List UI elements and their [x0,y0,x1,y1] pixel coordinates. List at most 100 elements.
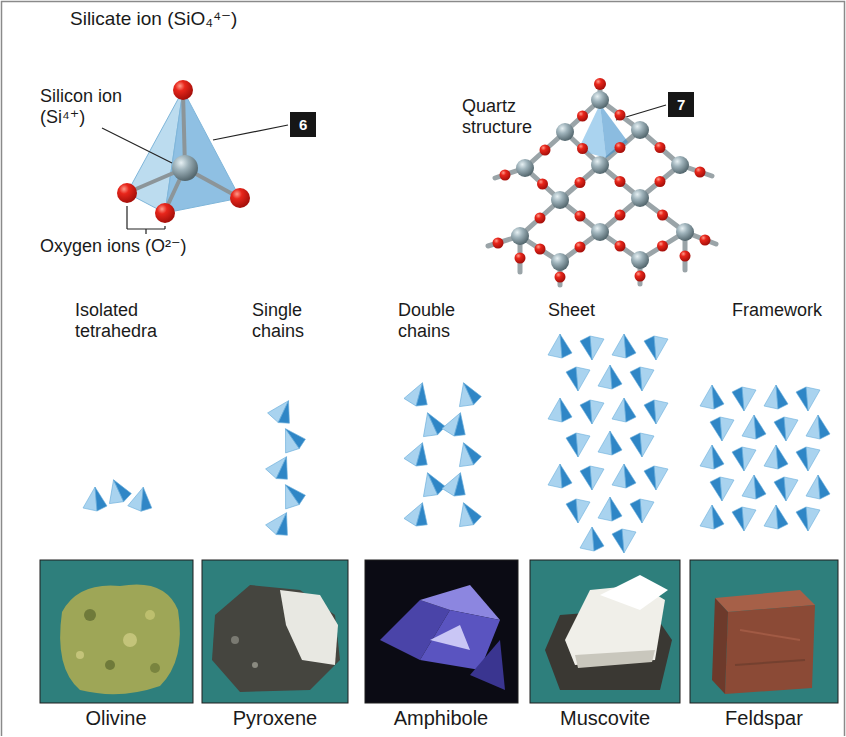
olivine-photo [123,633,137,647]
single-chain [275,423,308,456]
single-chain [264,451,297,484]
sheet-structure [580,400,604,424]
mineral-name: Muscovite [560,707,650,731]
pyroxene-photo [231,636,239,644]
pyroxene-photo [202,560,348,703]
quartz-lattice [551,191,569,209]
single-chain [264,395,308,540]
sheet-structure [612,529,636,553]
mineral-name: Pyroxene [233,707,318,731]
quartz-lattice [591,156,609,174]
quartz-lattice [655,176,666,187]
quartz-lattice [700,235,711,246]
structure-label: Framework [732,300,822,321]
sheet-structure [644,400,668,424]
feldspar-photo [735,660,805,665]
framework-structure [732,387,756,411]
double-chain [403,379,434,410]
quartz-lattice [493,238,504,249]
sheet-structure [566,499,590,523]
olivine-photo [84,609,96,621]
sheet-structure [630,499,654,523]
quartz-lattice [577,111,588,122]
quartz-lattice [591,91,609,109]
framework-structure [796,387,820,411]
framework-structure [764,505,788,529]
title-label: Silicate ion (SiO₄⁴⁻) [70,8,237,30]
muscovite-photo [575,650,655,668]
pyroxene-photo [252,662,258,668]
quartz-lattice [488,78,716,285]
quartz-lattice [676,223,694,241]
part-label: Quartz structure [462,96,550,138]
structure-label: Double chains [398,300,478,342]
sheet-structure [612,334,636,358]
pyroxene-photo [202,560,348,703]
silicate-tetrahedron [173,80,193,100]
amphibole-photo [365,560,518,703]
quartz-lattice [655,142,666,153]
framework-structure [806,475,830,499]
double-chain [452,439,483,470]
framework-structure [806,415,830,439]
sheet-structure [566,433,590,457]
quartz-lattice [511,91,694,271]
quartz-lattice [488,82,716,285]
framework-structure [732,507,756,531]
quartz-lattice [575,211,586,222]
leader-line [213,125,288,140]
framework-structure [742,415,766,439]
quartz-lattice [515,253,526,264]
feldspar-photo [740,630,800,640]
double-chain [452,379,483,410]
olivine-photo [76,651,84,659]
quartz-lattice [600,104,628,158]
framework-structure [774,477,798,501]
quartz-lattice [680,251,691,262]
isolated-tetrahedra [102,476,133,507]
sheet-structure [644,466,668,490]
sheet-structure [548,464,572,488]
single-chain [266,395,299,428]
framework-structure [700,385,830,531]
quartz-lattice [695,167,706,178]
sheet-structure [612,464,636,488]
muscovite-photo [530,560,680,703]
quartz-lattice [615,241,626,252]
quartz-lattice [615,110,626,121]
framework-structure [710,477,734,501]
quartz-lattice [631,121,649,139]
sheet-structure [580,527,604,551]
quartz-lattice [594,78,606,90]
single-chain [264,507,297,540]
quartz-lattice [535,213,546,224]
olivine-photo [145,610,155,620]
pyroxene-photo [280,590,338,665]
quartz-lattice [575,242,586,253]
sheet-structure [598,431,622,455]
quartz-lattice [671,156,689,174]
sheet-structure [630,433,654,457]
double-chain [441,469,472,500]
silicate-tetrahedron [117,80,250,223]
framework-structure [764,445,788,469]
isolated-tetrahedra [127,485,155,513]
olivine-photo [105,660,115,670]
sheet-structure [580,336,604,360]
silicate-tetrahedron [155,203,175,223]
olivine-photo [150,663,160,673]
sheet-structure [598,365,622,389]
double-chain [416,469,447,500]
pyroxene-photo [212,585,340,692]
silicate-tetrahedron [165,90,240,213]
double-chain [403,499,434,530]
quartz-lattice [540,145,551,156]
framework-structure [700,505,724,529]
callout-number: 6 [290,112,316,137]
muscovite-photo [530,560,680,703]
quartz-lattice [575,177,586,188]
quartz-lattice [511,227,529,245]
